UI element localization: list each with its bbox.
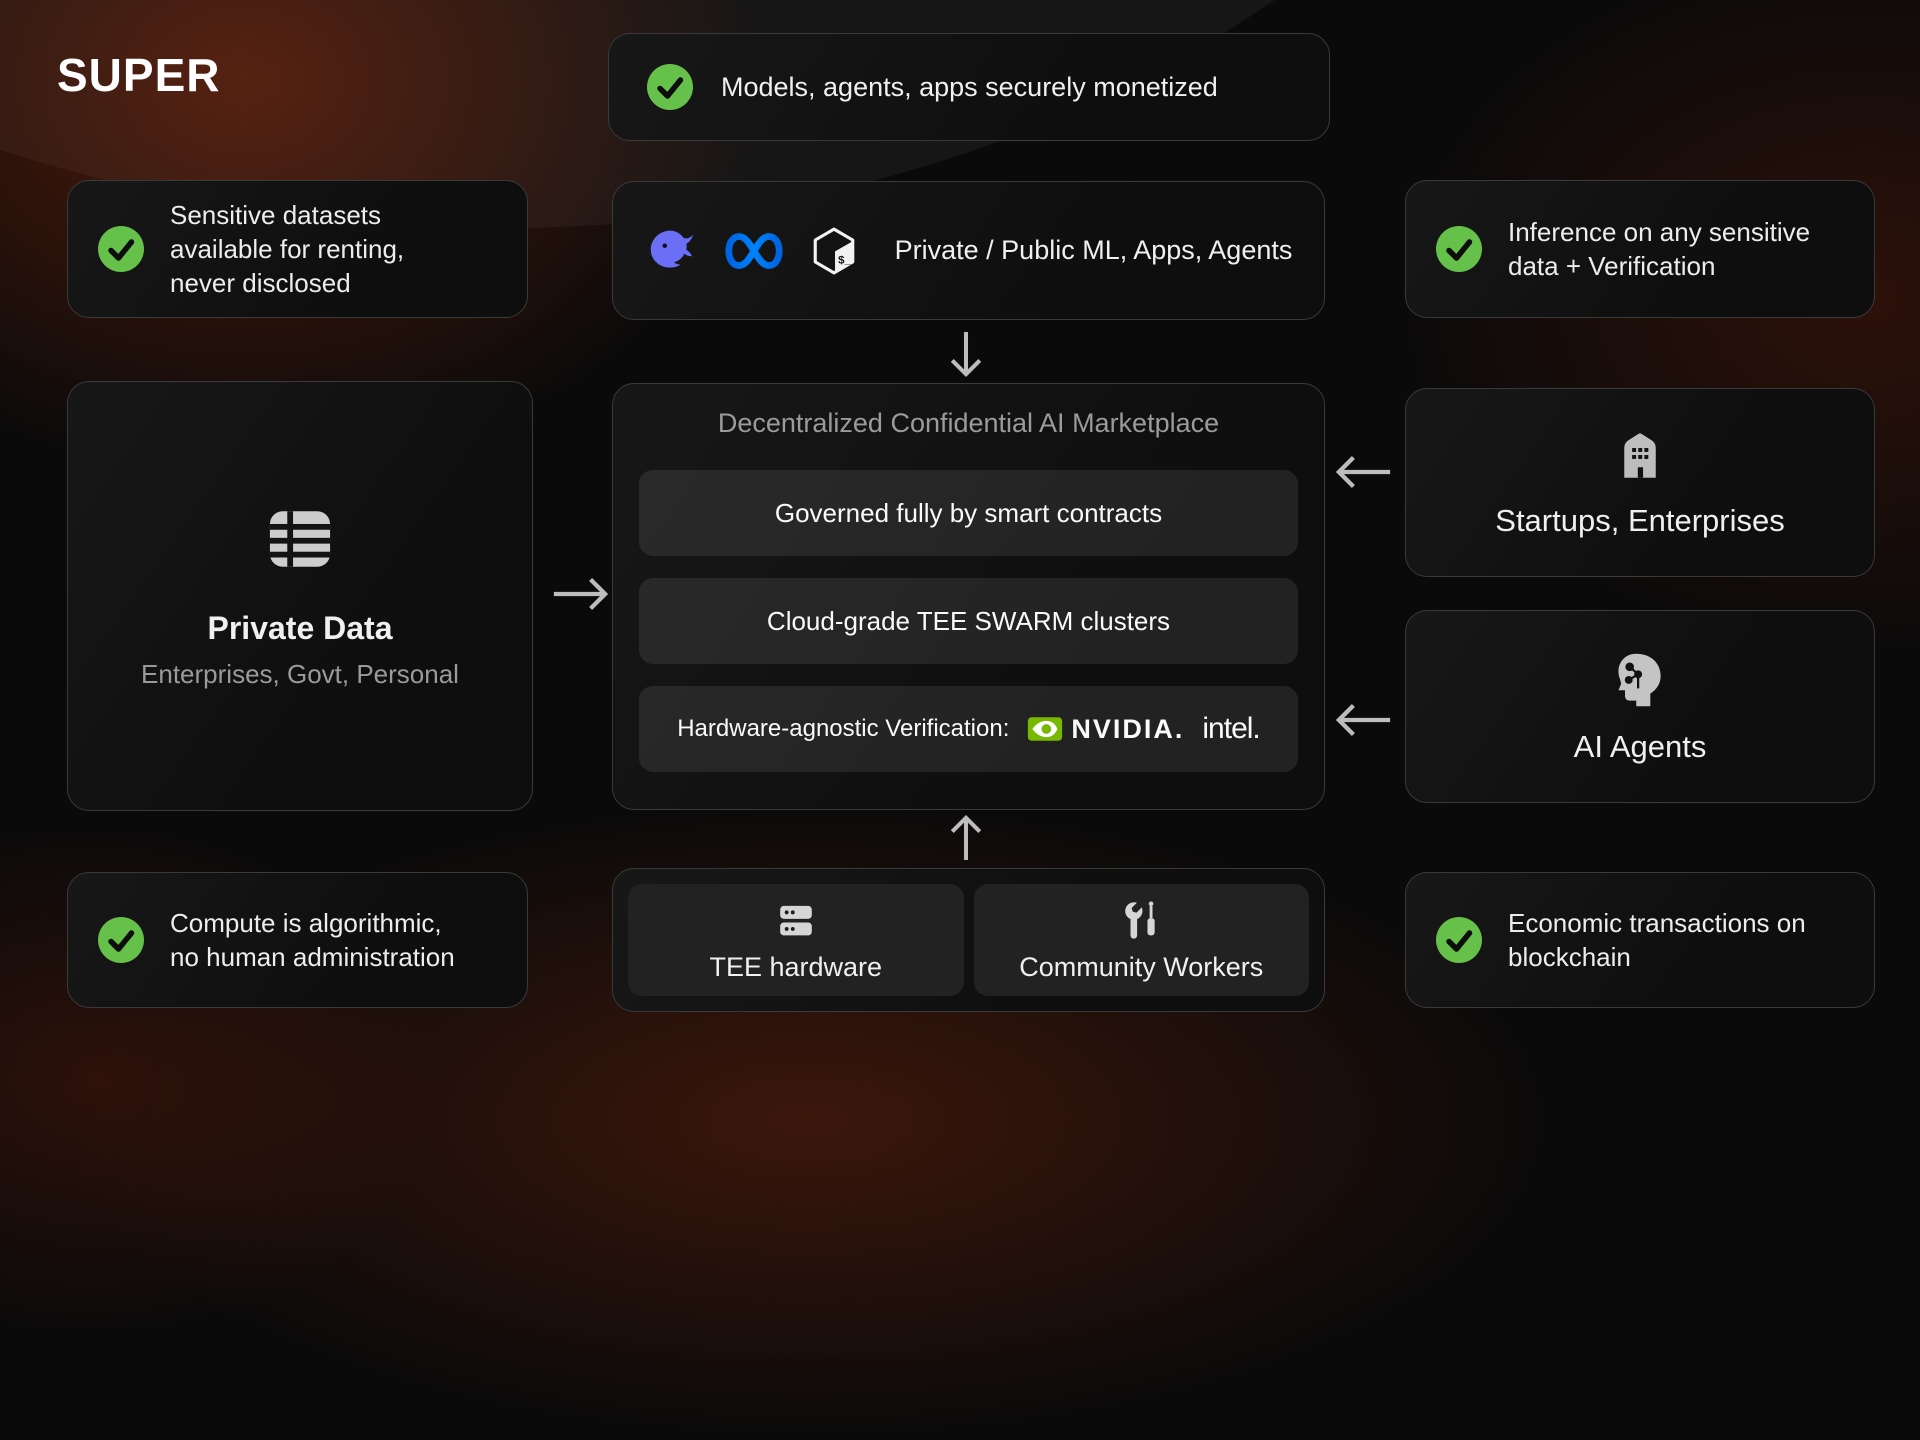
private-data-subtitle: Enterprises, Govt, Personal bbox=[141, 659, 459, 689]
intel-wordmark: intel. bbox=[1202, 712, 1260, 745]
arrow-left-icon bbox=[1336, 455, 1391, 489]
community-workers-panel: Community Workers bbox=[973, 884, 1309, 996]
server-icon bbox=[779, 905, 812, 935]
note-inference: Inference on any sensitive data + Verifi… bbox=[1405, 180, 1875, 318]
note-sensitive-datasets: Sensitive datasets available for renting… bbox=[67, 180, 528, 318]
note-text: Sensitive datasets available for renting… bbox=[170, 200, 405, 298]
sources-card: $_ Private / Public ML, Apps, Agents bbox=[612, 181, 1325, 320]
arrow-right-icon bbox=[553, 577, 608, 611]
ai-head-icon bbox=[1618, 653, 1661, 706]
note-economic: Economic transactions on blockchain bbox=[1405, 872, 1875, 1008]
nvidia-eye-icon bbox=[1028, 717, 1063, 741]
super-logo: SUPER bbox=[57, 49, 221, 101]
ai-agents-label: AI Agents bbox=[1573, 728, 1707, 764]
deepseek-icon bbox=[650, 230, 693, 268]
marketplace-row-smart-contracts: Governed fully by smart contracts bbox=[639, 470, 1298, 556]
nvidia-logo: NVIDIA. bbox=[1027, 714, 1184, 745]
bash-cube-icon: $_ bbox=[813, 227, 854, 274]
meta-icon bbox=[725, 232, 783, 269]
tools-icon bbox=[1125, 900, 1155, 939]
banner-text: Models, agents, apps securely monetized bbox=[721, 71, 1218, 102]
table-icon bbox=[269, 511, 331, 567]
marketplace-rows: Governed fully by smart contracts Cloud-… bbox=[639, 470, 1298, 772]
marketplace-row-verification: Hardware-agnostic Verification: NVIDIA. … bbox=[639, 686, 1298, 772]
check-icon bbox=[98, 226, 144, 272]
check-icon bbox=[647, 64, 693, 110]
startups-label: Startups, Enterprises bbox=[1495, 502, 1785, 538]
note-compute: Compute is algorithmic, no human adminis… bbox=[67, 872, 528, 1008]
note-text: Compute is algorithmic, no human adminis… bbox=[170, 908, 455, 972]
check-icon bbox=[1436, 226, 1482, 272]
arrow-down-icon bbox=[950, 332, 982, 378]
startups-card: Startups, Enterprises bbox=[1405, 388, 1875, 577]
arrow-up-icon bbox=[950, 814, 982, 860]
marketplace-row-tee-swarm: Cloud-grade TEE SWARM clusters bbox=[639, 578, 1298, 664]
tee-hardware-panel: TEE hardware bbox=[628, 884, 964, 996]
infrastructure-card: TEE hardware Community Workers bbox=[612, 868, 1325, 1012]
marketplace-card: Decentralized Confidential AI Marketplac… bbox=[612, 383, 1325, 810]
sources-label: Private / Public ML, Apps, Agents bbox=[894, 235, 1293, 265]
verification-label: Hardware-agnostic Verification: bbox=[677, 715, 1010, 742]
banner-monetized: Models, agents, apps securely monetized bbox=[608, 33, 1330, 141]
arrow-left-icon bbox=[1336, 703, 1391, 737]
svg-text:$_: $_ bbox=[838, 254, 851, 266]
tee-hardware-label: TEE hardware bbox=[709, 951, 883, 982]
note-text: Inference on any sensitive data + Verifi… bbox=[1508, 217, 1811, 281]
private-data-title: Private Data bbox=[207, 610, 393, 646]
private-data-card: Private Data Enterprises, Govt, Personal bbox=[67, 381, 533, 811]
nvidia-wordmark: NVIDIA. bbox=[1071, 713, 1185, 744]
marketplace-title: Decentralized Confidential AI Marketplac… bbox=[717, 408, 1220, 438]
ai-agents-card: AI Agents bbox=[1405, 610, 1875, 803]
note-text: Economic transactions on blockchain bbox=[1508, 908, 1806, 972]
check-icon bbox=[98, 917, 144, 963]
check-icon bbox=[1436, 917, 1482, 963]
community-workers-label: Community Workers bbox=[1019, 951, 1264, 982]
building-icon bbox=[1624, 432, 1656, 478]
